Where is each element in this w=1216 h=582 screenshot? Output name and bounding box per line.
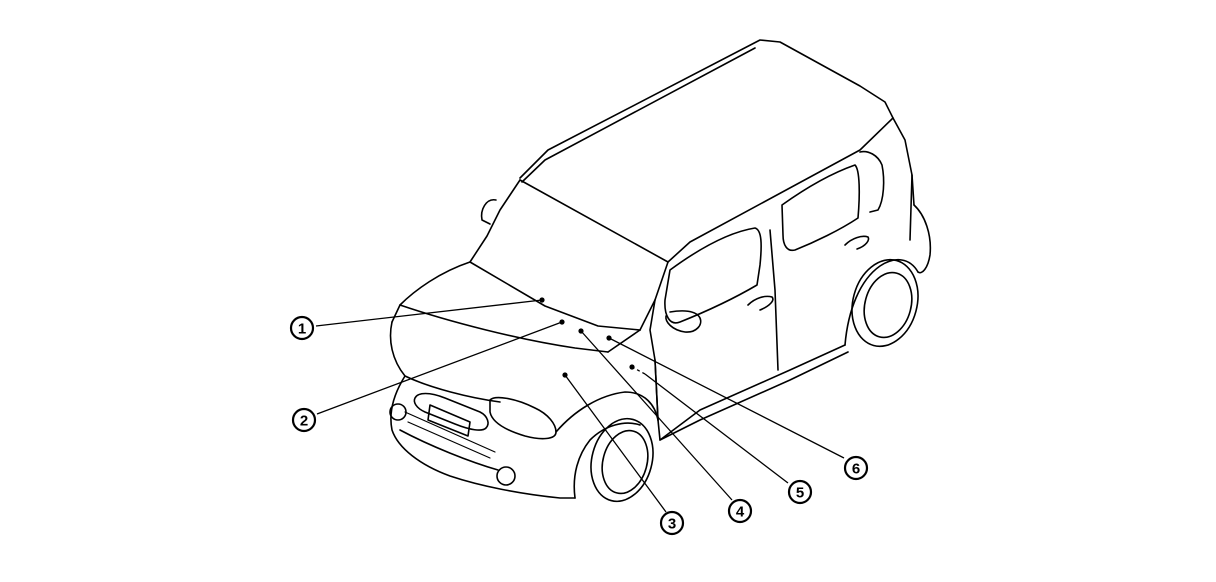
callout-4-label: 4: [736, 504, 745, 521]
leader-line-1: [315, 299, 543, 327]
callout-4: 4: [727, 498, 753, 524]
vehicle-outline: [389, 39, 932, 503]
leader-dot-2: [559, 319, 565, 325]
callout-leaders: [315, 297, 845, 513]
leader-line-3: [564, 374, 667, 513]
leader-line-2: [316, 321, 563, 415]
callout-6: 6: [843, 455, 869, 481]
callout-3: 3: [659, 510, 685, 536]
leader-line-6: [608, 337, 845, 459]
callout-1-circle: [289, 315, 315, 341]
callout-2-circle: [291, 407, 317, 433]
callout-3-label: 3: [668, 516, 676, 533]
callout-1-label: 1: [298, 321, 306, 338]
callout-5-label: 5: [796, 485, 804, 502]
leader-dot-3: [562, 372, 568, 378]
callout-3-circle: [659, 510, 685, 536]
leader-dot-5: [629, 364, 635, 370]
callout-1: 1: [289, 315, 315, 341]
callout-2-label: 2: [300, 413, 308, 430]
callout-6-circle: [843, 455, 869, 481]
callout-5-circle: [787, 479, 813, 505]
callout-4-circle: [727, 498, 753, 524]
callout-6-label: 6: [852, 461, 860, 478]
leader-dot-6: [606, 335, 612, 341]
callout-5: 5: [787, 479, 813, 505]
callout-2: 2: [291, 407, 317, 433]
leader-dot-4: [578, 328, 584, 334]
leader-line-5: [644, 373, 789, 484]
leader-line-4: [580, 330, 733, 501]
leader-dot-1: [539, 297, 545, 303]
